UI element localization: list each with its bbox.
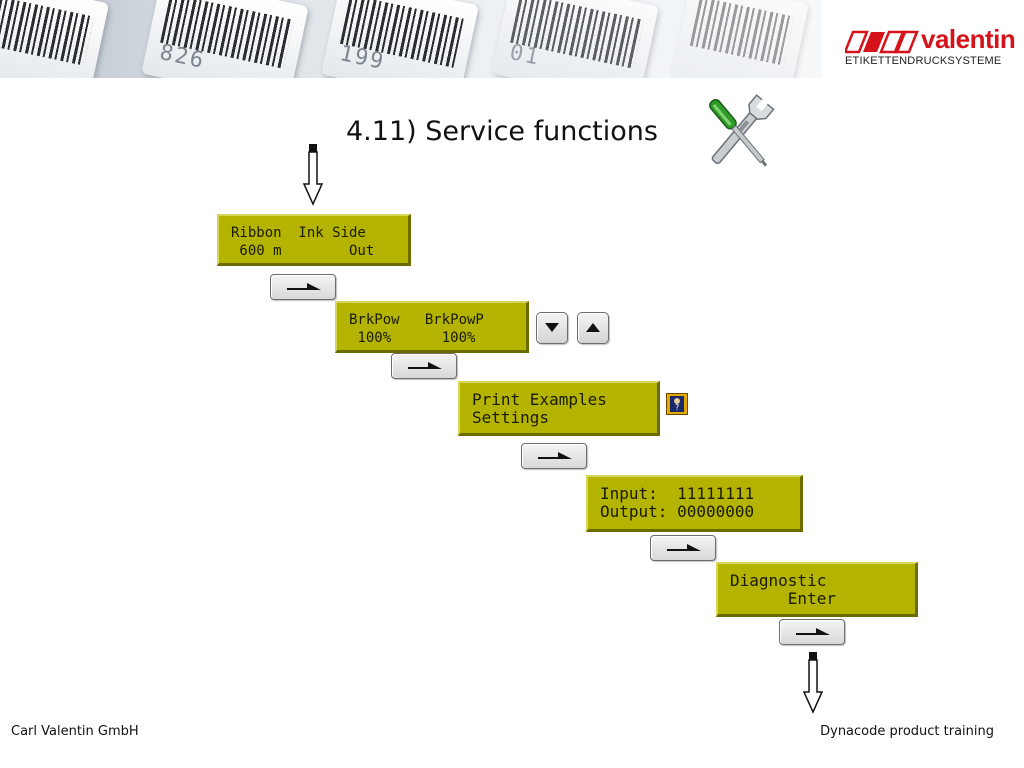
next-key-button[interactable] bbox=[270, 274, 336, 300]
logo-wordmark: valentin bbox=[921, 24, 1016, 54]
lcd-screen-diagnostic: Diagnostic Enter bbox=[716, 562, 918, 617]
up-key-button[interactable] bbox=[577, 312, 609, 344]
lcd-line: Ribbon Ink Side bbox=[231, 225, 366, 241]
down-key-button[interactable] bbox=[536, 312, 568, 344]
next-key-button[interactable] bbox=[779, 619, 845, 645]
help-icon[interactable]: ? bbox=[666, 393, 688, 415]
lcd-line: 600 m Out bbox=[231, 243, 375, 259]
label-roll-image: 199 bbox=[321, 0, 479, 78]
flow-arrow-down-icon bbox=[303, 144, 323, 206]
valentin-logo-mark-icon bbox=[845, 30, 919, 54]
label-roll-image: 01 bbox=[491, 0, 659, 78]
logo-tagline: ETIKETTENDRUCKSYSTEME bbox=[845, 55, 1002, 67]
next-key-button[interactable] bbox=[650, 535, 716, 561]
lcd-screen-print-examples: Print Examples Settings bbox=[458, 381, 660, 436]
next-arrow-icon bbox=[287, 283, 321, 290]
label-roll-image: 826 bbox=[141, 0, 309, 78]
screwdriver-wrench-icon bbox=[709, 94, 775, 167]
next-arrow-icon bbox=[667, 544, 701, 551]
next-key-button[interactable] bbox=[521, 443, 587, 469]
lcd-screen-ribbon: Ribbon Ink Side 600 m Out bbox=[217, 214, 411, 266]
triangle-up-icon bbox=[586, 323, 600, 332]
lcd-line: Enter bbox=[730, 589, 836, 608]
footer-company: Carl Valentin GmbH bbox=[11, 724, 139, 739]
flow-arrow-down-icon bbox=[803, 652, 823, 714]
label-roll-image bbox=[0, 0, 110, 78]
header-banner: 826 199 01 bbox=[0, 0, 822, 78]
lcd-line: Output: 00000000 bbox=[600, 502, 755, 521]
valentin-logo: valentin ETIKETTENDRUCKSYSTEME bbox=[845, 24, 1016, 72]
triangle-down-icon bbox=[545, 323, 559, 332]
label-roll-image bbox=[670, 0, 810, 78]
lcd-line: Settings bbox=[472, 408, 550, 427]
slide-title: 4.11) Service functions bbox=[346, 116, 658, 147]
lcd-line: Input: 11111111 bbox=[600, 484, 755, 503]
next-arrow-icon bbox=[538, 452, 572, 459]
next-key-button[interactable] bbox=[391, 353, 457, 379]
lcd-line: Diagnostic bbox=[730, 571, 827, 590]
lcd-line: BrkPow BrkPowP bbox=[349, 312, 484, 328]
lcd-screen-brake-power: BrkPow BrkPowP 100% 100% bbox=[335, 301, 529, 353]
footer-training: Dynacode product training bbox=[820, 724, 994, 739]
lcd-line: 100% 100% bbox=[349, 330, 476, 346]
lcd-line: Print Examples bbox=[472, 390, 607, 409]
next-arrow-icon bbox=[796, 628, 830, 635]
next-arrow-icon bbox=[408, 362, 442, 369]
lcd-screen-io-test: Input: 11111111 Output: 00000000 bbox=[586, 475, 803, 532]
svg-text:?: ? bbox=[675, 403, 679, 412]
